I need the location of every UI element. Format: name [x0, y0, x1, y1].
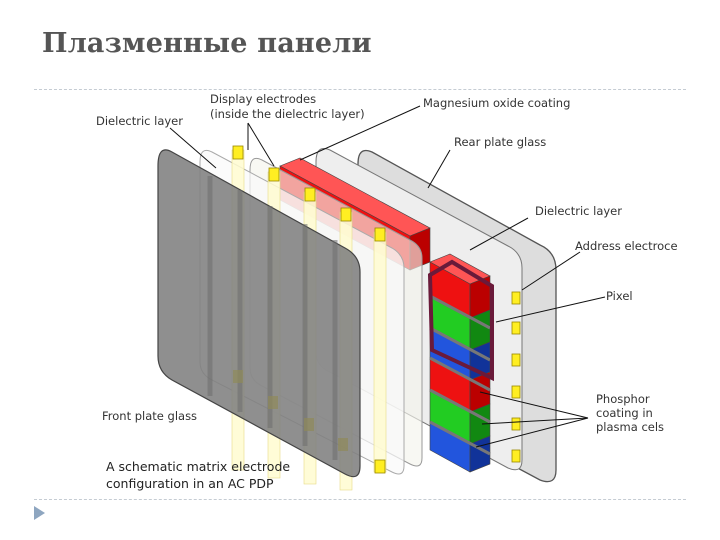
phosphor-label-line1: Phosphor: [596, 392, 650, 406]
address-electrode-label: Address electroce: [575, 239, 678, 253]
dielectric-layer-front-label: Dielectric layer: [96, 114, 183, 128]
leader-lines: [169, 105, 606, 448]
slide-title: Плазменные панели: [42, 28, 372, 59]
diagram-caption-line2: configuration in an AC PDP: [106, 476, 274, 491]
front-plate-glass-label: Front plate glass: [102, 409, 197, 423]
pixel-label: Pixel: [606, 289, 633, 303]
next-slide-arrow-icon[interactable]: [34, 506, 45, 520]
pixel-outline: [427, 259, 494, 382]
front-glass-tabs: [233, 370, 348, 451]
bottom-divider: [34, 499, 686, 500]
phosphor-label-line3: plasma cels: [596, 420, 664, 434]
rear-plate-glass-label: Rear plate glass: [454, 135, 546, 149]
display-electrodes-label-line1: Display electrodes: [210, 92, 316, 106]
diagram-caption-line1: A schematic matrix electrode: [106, 459, 290, 474]
dielectric-layer-rear-label: Dielectric layer: [535, 204, 622, 218]
address-electrode-tabs: [511, 291, 521, 463]
display-electrodes-label-line2: (inside the dielectric layer): [210, 107, 365, 121]
top-divider: [34, 89, 686, 90]
display-electrode-tabs: [232, 145, 386, 474]
magnesium-oxide-label: Magnesium oxide coating: [423, 96, 570, 110]
phosphor-label-line2: coating in: [596, 406, 653, 420]
